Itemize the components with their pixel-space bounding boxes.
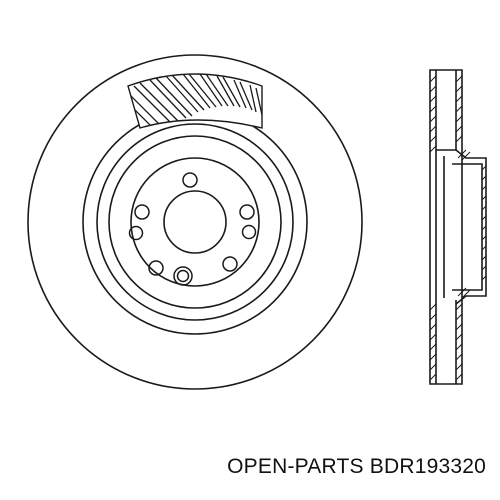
disc-outer-edge <box>27 54 363 390</box>
bolt-hole <box>134 204 150 220</box>
center-bore <box>163 190 227 254</box>
brand-name: OPEN-PARTS <box>227 455 364 478</box>
bolt-holes <box>128 172 257 286</box>
hat-profile <box>436 149 487 305</box>
side-outer-profile <box>429 69 463 385</box>
bolt-hole <box>239 204 255 220</box>
disc-front-view-icon <box>27 54 363 390</box>
vent-cutaway <box>127 73 263 129</box>
bolt-hole <box>222 256 238 272</box>
product-caption: OPEN-PARTS BDR193320 <box>227 455 486 479</box>
hub-face <box>130 157 260 287</box>
hat-outer-ring <box>96 123 294 321</box>
locating-pin-inner <box>176 269 190 283</box>
hat-inner-ring <box>108 135 282 309</box>
locating-pin-hole <box>173 266 193 286</box>
bolt-hole <box>241 224 257 240</box>
bolt-hole <box>182 172 198 188</box>
brake-disc-drawing <box>27 54 487 390</box>
disc-side-view-icon <box>429 69 487 385</box>
part-number: BDR193320 <box>369 455 486 478</box>
braking-surface-inner-edge <box>82 109 308 335</box>
bolt-hole <box>148 260 164 276</box>
bolt-hole <box>128 225 144 241</box>
